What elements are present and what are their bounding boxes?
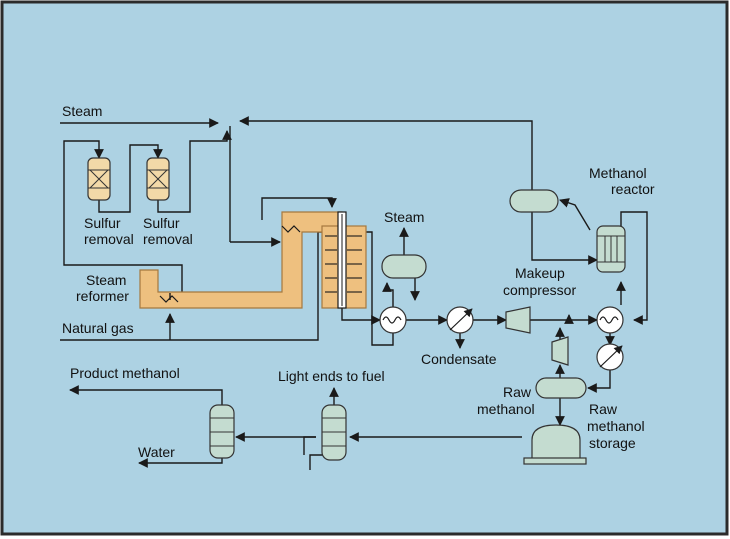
raw-methanol-storage-label: Raw methanol storage	[587, 401, 648, 451]
raw-methanol-separator	[535, 377, 587, 399]
water-line	[138, 458, 223, 468]
syngas-cooler	[446, 306, 474, 334]
water-label: Water	[138, 444, 175, 460]
bfw-line	[366, 231, 394, 346]
sulfur-removal-vessel-1	[87, 157, 111, 201]
methanol-reactor	[596, 225, 626, 273]
steam-reformer-label: Steam reformer	[76, 272, 130, 304]
sulfur-removal-label-1: Sulfur removal	[84, 215, 134, 247]
product-column	[209, 404, 235, 459]
sulfur-connector-line	[98, 144, 163, 213]
sulfur-outlet-line	[157, 130, 232, 213]
methanol-reactor-label: Methanol reactor	[589, 165, 655, 197]
cooler-to-separator-line	[587, 370, 611, 393]
reformer-outlet-to-exchanger	[261, 197, 337, 220]
separator-to-reactor-line	[531, 217, 598, 265]
sulfur-feed-line	[63, 140, 183, 298]
reactor-to-separator-line	[559, 198, 591, 231]
reactor-outlet-line	[620, 211, 648, 325]
sulfur-removal-label-2: Sulfur removal	[143, 215, 193, 247]
product-methanol-label: Product methanol	[70, 365, 180, 381]
steam-drum-riser	[382, 282, 394, 308]
raw-methanol-label: Raw methanol	[477, 384, 535, 417]
steam-feed-label: Steam	[62, 103, 102, 119]
condensate-label: Condensate	[421, 351, 497, 367]
steam-drum	[381, 254, 427, 279]
recycle-gas-line	[239, 116, 533, 217]
makeup-compressor	[505, 306, 531, 334]
sulfur-removal-vessel-2	[146, 157, 170, 201]
light-ends-label: Light ends to fuel	[278, 368, 385, 384]
light-ends-column	[321, 404, 347, 461]
reformer-tube-bank	[321, 211, 367, 309]
raw-methanol-storage-tank	[523, 424, 587, 465]
natural-gas-label: Natural gas	[62, 320, 134, 336]
effluent-cooler	[596, 343, 624, 371]
feed-effluent-exchanger	[596, 306, 624, 334]
recycle-separator	[509, 189, 559, 213]
steam-drum-label: Steam	[384, 209, 424, 225]
syngas-line-1	[341, 305, 381, 325]
product-methanol-line	[69, 385, 223, 405]
recycle-compressor	[551, 336, 569, 366]
labels: Steam Sulfur removal Sulfur removal Stea…	[62, 103, 655, 460]
process-lines	[60, 116, 648, 470]
waste-heat-exchanger	[379, 306, 407, 334]
makeup-compressor-label: Makeup compressor	[503, 265, 576, 298]
